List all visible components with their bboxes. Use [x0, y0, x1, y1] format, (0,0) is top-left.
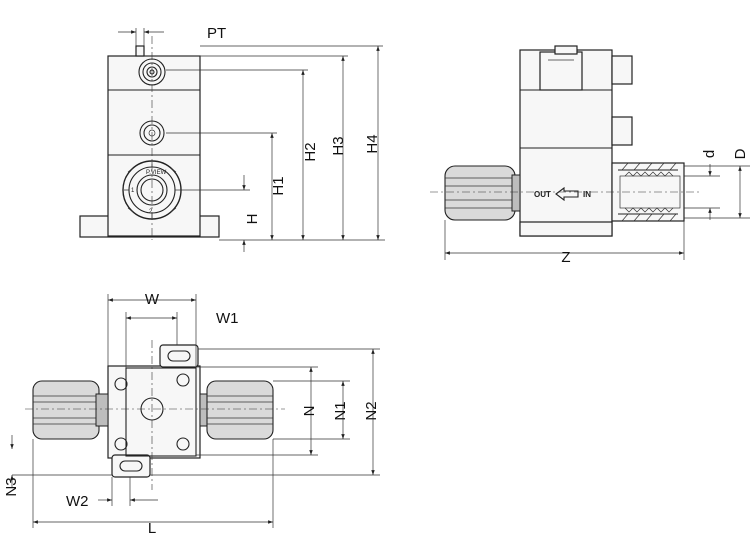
w2-dimension-label: W2 — [66, 493, 89, 510]
h4-dimension-label: H4 — [364, 134, 381, 153]
n-dimension-label: N — [301, 406, 318, 417]
h3-dimension-label: H3 — [330, 136, 347, 155]
h1-dimension-label: H1 — [270, 176, 287, 195]
svg-text:1: 1 — [131, 188, 135, 194]
view-label: P.VIEW — [146, 170, 167, 176]
out-port-label: OUT — [534, 190, 551, 199]
in-port-label: IN — [583, 190, 591, 199]
z-dimension-label: Z — [561, 249, 570, 266]
top-view: W W1 N N1 N2 N3 W2 L — [3, 291, 380, 537]
D-dimension-label: D — [732, 148, 749, 159]
d-dimension-label: d — [701, 150, 718, 158]
n2-dimension-label: N2 — [363, 401, 380, 420]
h2-dimension-label: H2 — [302, 142, 319, 161]
flow-direction-arrow-icon — [555, 186, 579, 202]
front-view: P.VIEW 1 2 PT H H1 H2 H3 H4 — [79, 25, 385, 252]
side-view: OUT IN d D Z — [430, 45, 750, 266]
pt-dimension-label: PT — [207, 25, 226, 42]
w-dimension-label: W — [145, 291, 160, 308]
top-right-knob-icon — [199, 380, 274, 440]
w1-dimension-label: W1 — [216, 310, 239, 327]
n3-dimension-label: N3 — [3, 477, 20, 496]
top-left-knob-icon — [32, 380, 109, 440]
h-dimension-label: H — [244, 214, 261, 225]
side-handwheel-icon — [444, 165, 521, 221]
svg-text:2: 2 — [149, 209, 153, 215]
l-dimension-label: L — [148, 520, 156, 537]
n1-dimension-label: N1 — [332, 401, 349, 420]
